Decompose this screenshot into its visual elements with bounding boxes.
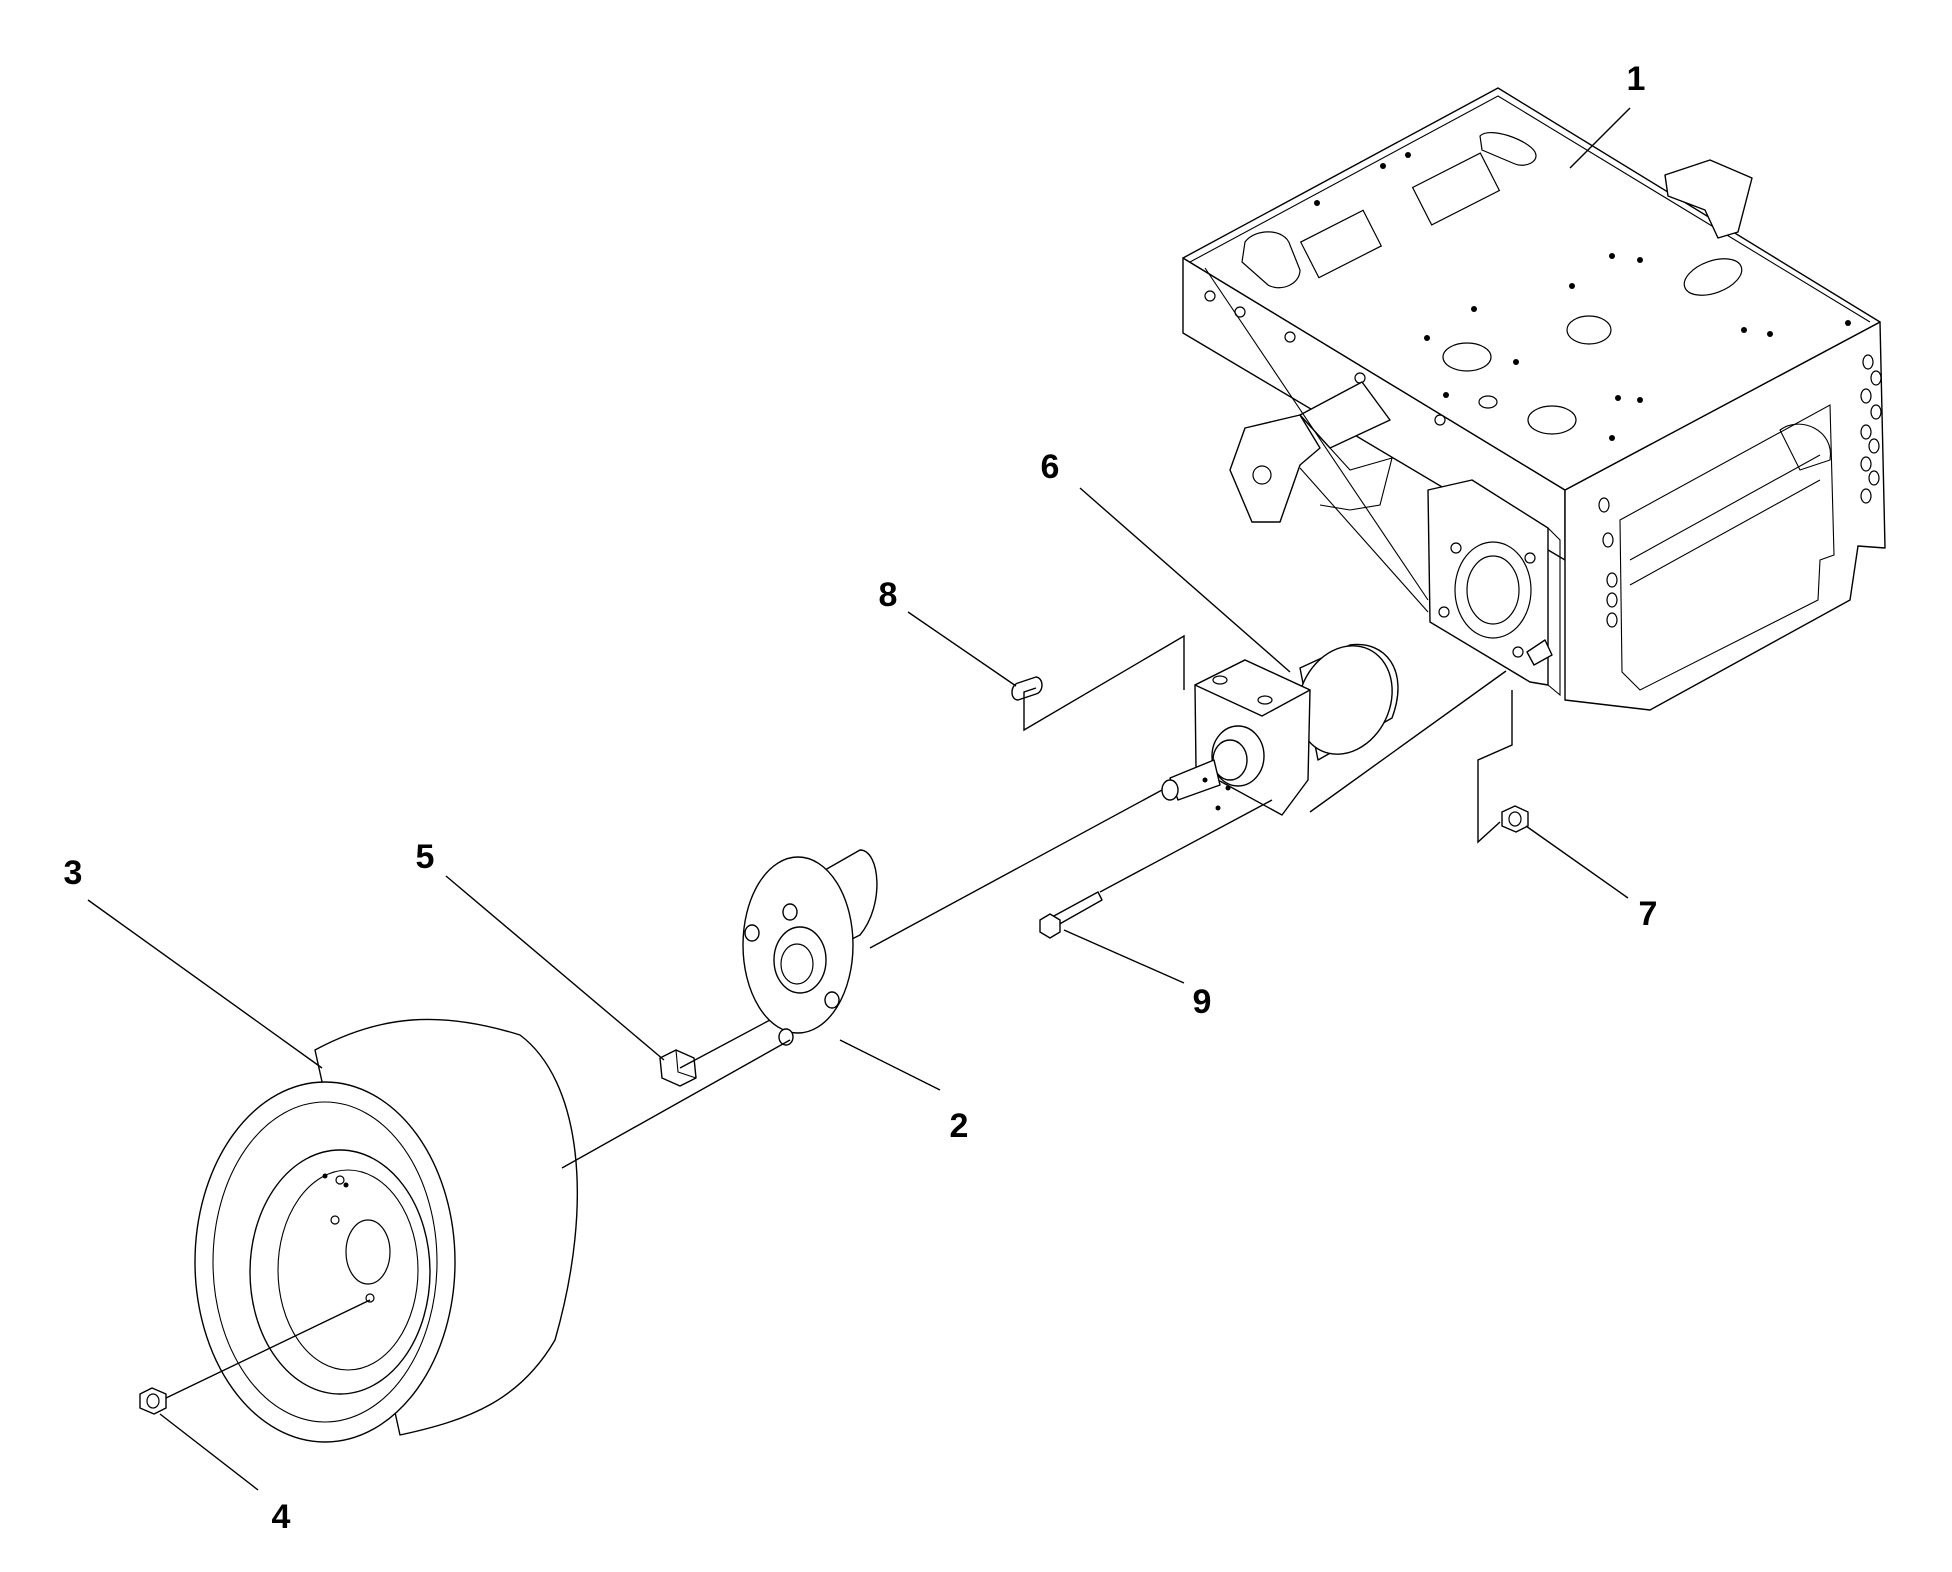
callout-9: 9	[1193, 983, 1212, 1021]
callout-5: 5	[416, 838, 435, 876]
flange-nut-part-7	[1501, 805, 1529, 833]
bolt-part-9	[1039, 891, 1103, 939]
leader-3	[87, 899, 323, 1069]
leader-1	[1569, 107, 1631, 169]
callout-1: 1	[1627, 60, 1646, 98]
callout-3: 3	[64, 854, 83, 892]
callout-7: 7	[1639, 895, 1658, 933]
callout-4: 4	[272, 1498, 291, 1536]
callout-numbers: 1 2 3 4 5 6 7 8 9	[64, 60, 1658, 1536]
leader-6	[1079, 487, 1291, 673]
leader-8	[907, 611, 1017, 687]
leader-9	[1063, 929, 1185, 984]
key-part-8	[1011, 676, 1043, 701]
leader-2	[839, 1039, 941, 1091]
callout-2: 2	[950, 1107, 969, 1145]
wheel-tire-part-3	[194, 1018, 579, 1443]
lug-nut-part-5	[659, 1049, 697, 1087]
leader-4	[159, 1413, 259, 1491]
wheel-hub-part-2	[742, 849, 878, 1046]
assembly-lines	[165, 634, 1513, 1399]
leader-5	[445, 875, 665, 1061]
flange-nut-part-4	[139, 1387, 167, 1415]
callout-6: 6	[1041, 448, 1060, 486]
callout-8: 8	[879, 576, 898, 614]
frame-part-1	[1182, 87, 1886, 711]
callout-leaders	[87, 107, 1631, 1491]
hydraulic-motor-part-6	[1161, 643, 1399, 816]
leader-7	[1525, 825, 1629, 899]
